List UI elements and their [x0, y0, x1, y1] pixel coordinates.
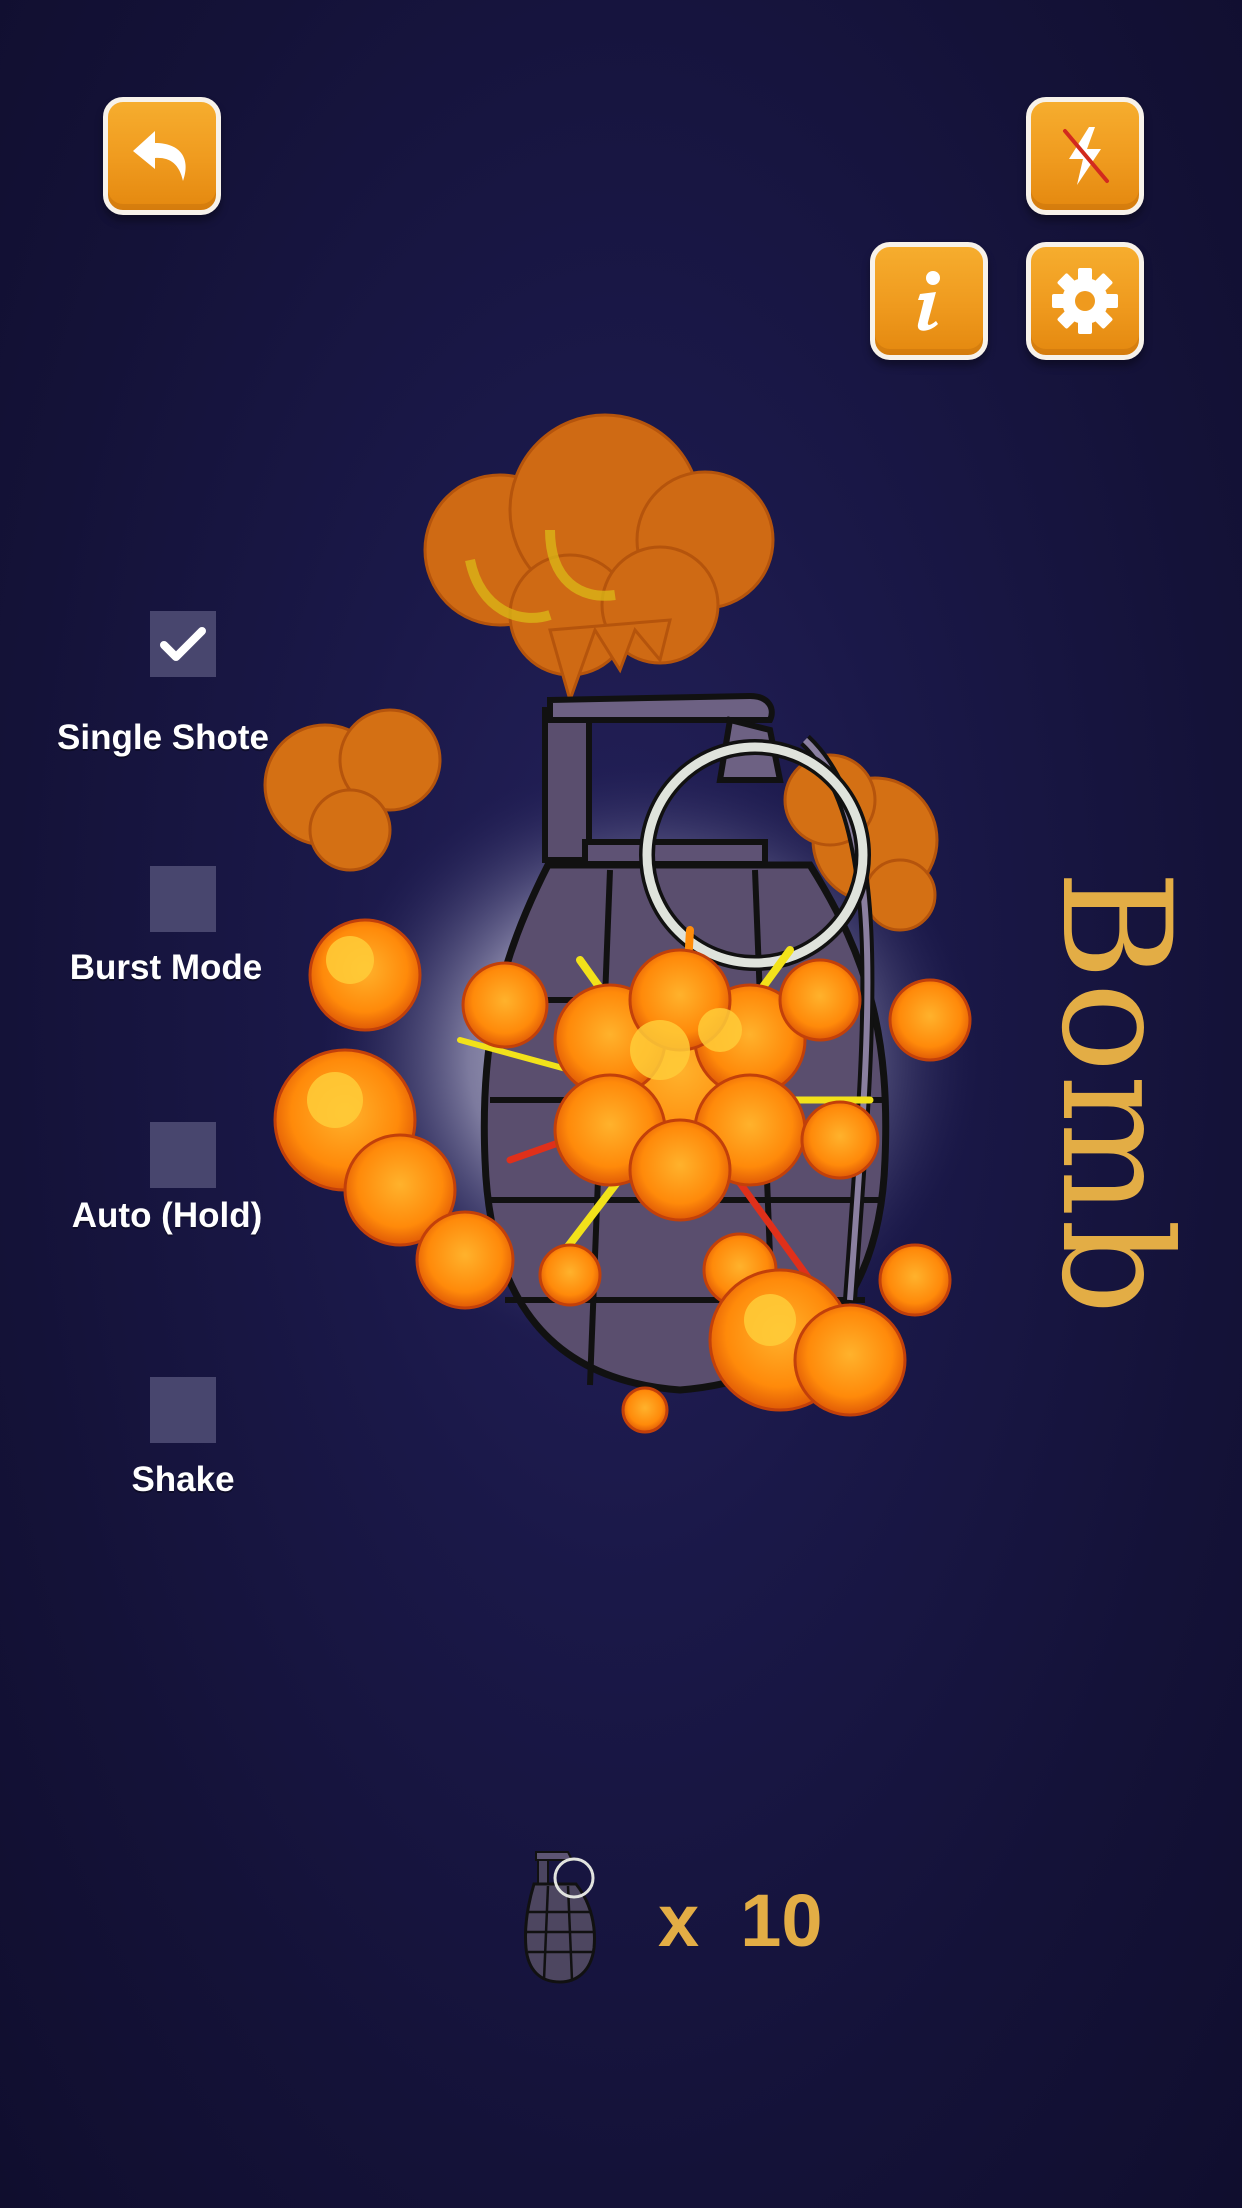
burst-mode-checkbox[interactable] [150, 866, 216, 932]
back-arrow-icon [133, 131, 186, 181]
page-title: Bomb [1028, 870, 1202, 1317]
info-button[interactable] [870, 242, 988, 360]
smoke-puff-top [423, 413, 775, 705]
shake-label: Shake [131, 1460, 235, 1499]
grenade-ammo-icon [524, 1851, 596, 1984]
burst-mode-label: Burst Mode [69, 948, 263, 987]
checkmark-icon [160, 627, 206, 661]
grenade-explosion[interactable] [250, 400, 1010, 1500]
shake-checkbox[interactable] [150, 1377, 216, 1443]
ammo-counter: x 10 [516, 1848, 856, 1988]
auto-hold-label: Auto (Hold) [71, 1196, 263, 1235]
flash-off-icon [1063, 127, 1109, 185]
info-icon [917, 271, 940, 331]
ammo-count: x 10 [658, 1879, 823, 1962]
settings-button[interactable] [1026, 242, 1144, 360]
fireball [273, 918, 972, 1434]
back-button[interactable] [103, 97, 221, 215]
auto-hold-checkbox[interactable] [150, 1122, 216, 1188]
flash-toggle-button[interactable] [1026, 97, 1144, 215]
single-shot-label: Single Shote [57, 718, 269, 757]
single-shot-checkbox[interactable] [150, 611, 216, 677]
gear-icon [1052, 268, 1118, 334]
